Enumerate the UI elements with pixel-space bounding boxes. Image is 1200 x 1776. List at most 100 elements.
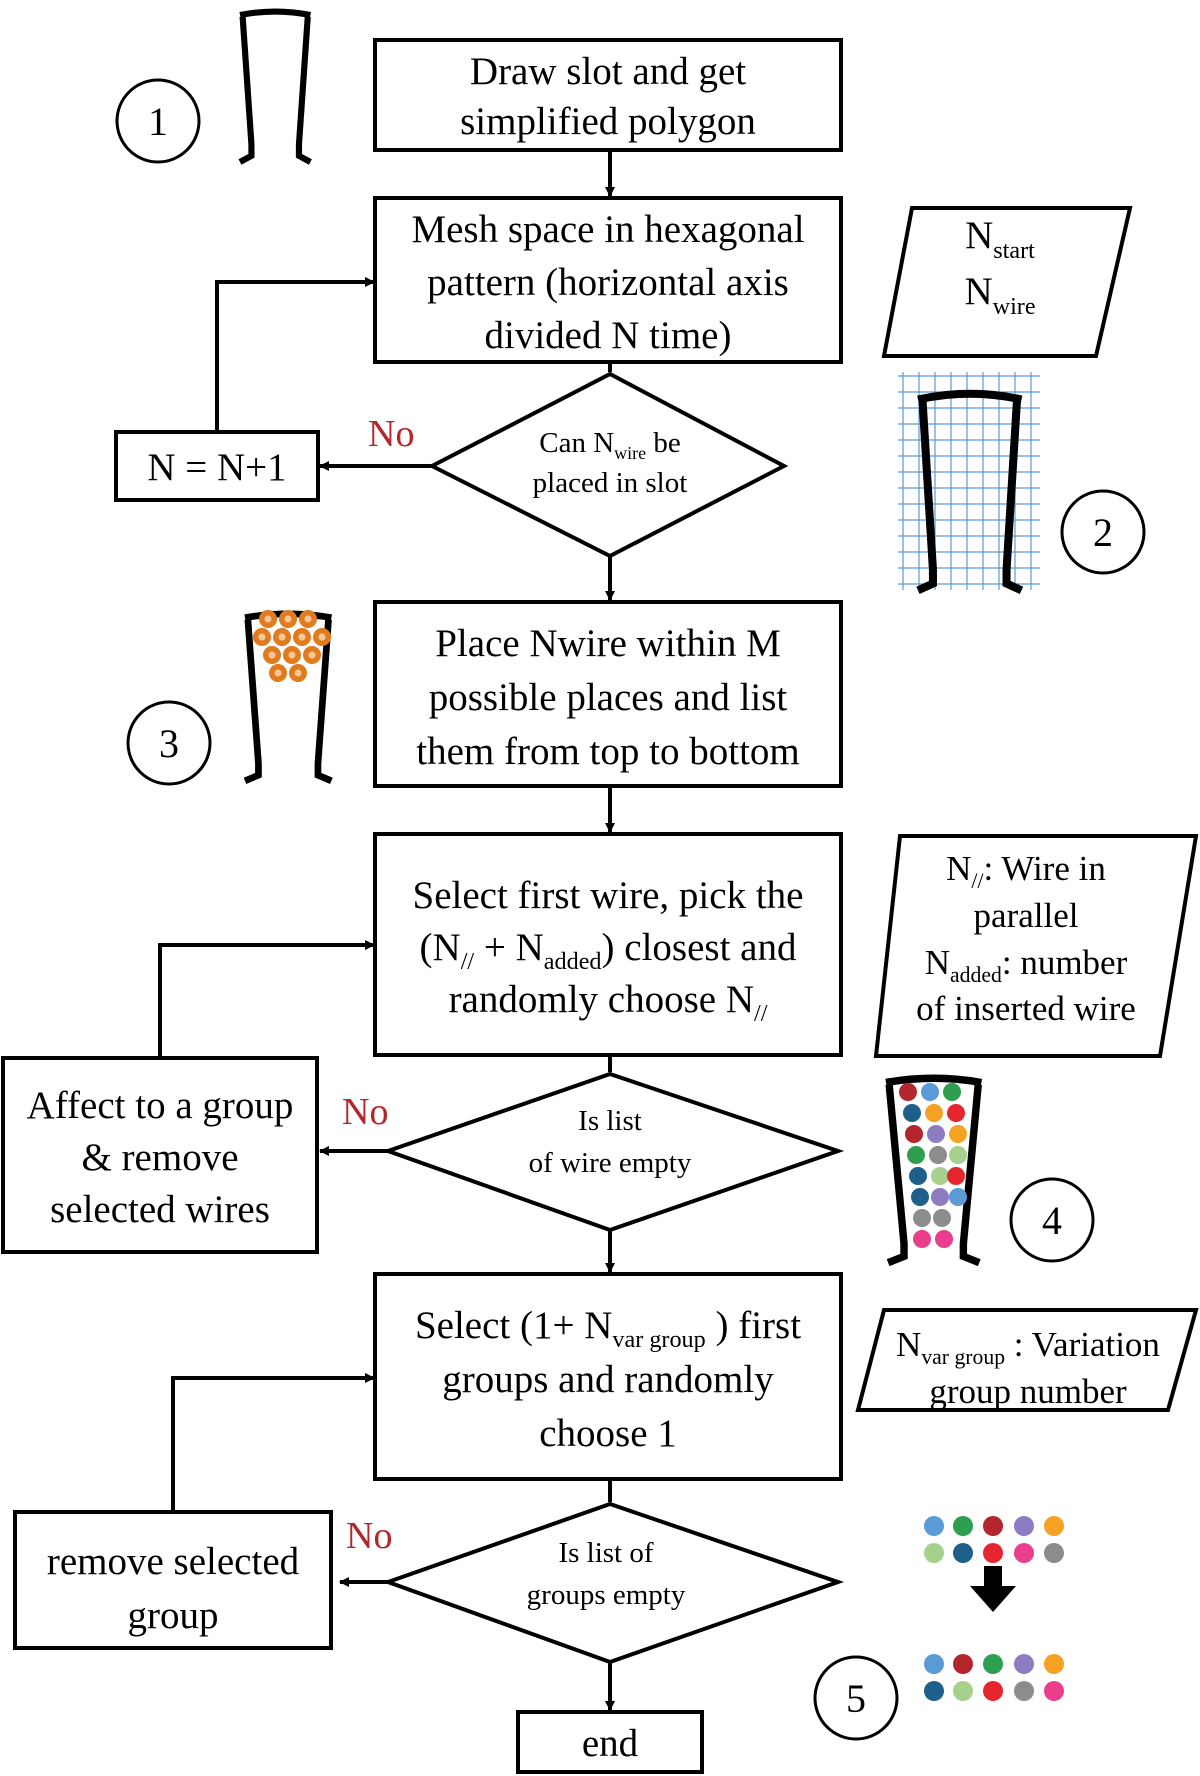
step-1-line-2: simplified polygon	[460, 100, 756, 143]
wire-marker-core	[274, 669, 282, 677]
decision-2-line-1: Is list	[578, 1105, 642, 1137]
decision-2-line-2: of wire empty	[529, 1147, 692, 1179]
group-dot	[983, 1516, 1003, 1536]
connectors	[158, 150, 615, 1711]
step-1-line-1: Draw slot and get	[470, 50, 746, 93]
meshed-slot-icon	[898, 372, 1040, 595]
step-4-line-3: randomly choose N//	[449, 978, 768, 1027]
step-5-line-3: choose 1	[539, 1412, 677, 1455]
group-wire-marker	[909, 1167, 927, 1185]
group-wire-marker	[905, 1125, 923, 1143]
decision-3-line-2: groups empty	[527, 1579, 686, 1611]
no-label-3: No	[346, 1515, 392, 1557]
decision-3: Is list of groups empty	[382, 1501, 845, 1665]
group-dot	[924, 1681, 944, 1701]
arrow-loop1-back	[215, 277, 375, 432]
slot-with-groups-icon	[885, 1074, 983, 1267]
wire-marker-core	[284, 615, 292, 623]
step-3-line-1: Place Nwire within M	[435, 622, 781, 665]
group-dot	[953, 1543, 973, 1563]
group-dot	[924, 1654, 944, 1674]
group-wire-marker	[921, 1083, 939, 1101]
slot-outline-icon	[238, 8, 312, 165]
step-number-4: 4	[1009, 1177, 1095, 1263]
end-box: end	[516, 1710, 704, 1774]
step-5-box: Select (1+ Nvar group ) first groups and…	[373, 1272, 843, 1481]
group-wire-marker	[907, 1146, 925, 1164]
group-dot	[1044, 1654, 1064, 1674]
decision-2: Is list of wire empty	[381, 1071, 845, 1233]
group-wire-marker	[903, 1104, 921, 1122]
decision-1-line-1: Can Nwire be	[539, 427, 680, 463]
input-1-line-1: Nstart	[965, 214, 1035, 264]
wire-marker-core	[308, 651, 316, 659]
group-wire-marker	[935, 1230, 953, 1248]
decision-1-line-2: placed in slot	[533, 467, 688, 499]
group-dot	[1014, 1543, 1034, 1563]
loop-box-1: N = N+1	[114, 430, 320, 502]
input-1-line-2: Nwire	[964, 270, 1035, 320]
wire-marker-core	[318, 633, 326, 641]
group-dot	[1044, 1516, 1064, 1536]
svg-text:2: 2	[1093, 510, 1113, 555]
group-wire-marker	[911, 1188, 929, 1206]
loop-box-3: remove selected group	[13, 1510, 333, 1650]
svg-text:5: 5	[846, 1676, 866, 1721]
input-3-line-1: Nvar group : Variation	[896, 1325, 1160, 1369]
wire-marker-core	[278, 633, 286, 641]
group-dot	[1044, 1543, 1064, 1563]
wire-marker-core	[294, 669, 302, 677]
wire-marker-core	[258, 633, 266, 641]
input-parallelogram-2: N//: Wire in parallel Nadded: number of …	[873, 834, 1199, 1058]
step-number-3: 3	[126, 700, 212, 786]
group-wire-marker	[931, 1188, 949, 1206]
group-dot	[983, 1654, 1003, 1674]
svg-text:1: 1	[148, 99, 168, 144]
group-wire-marker	[947, 1167, 965, 1185]
group-dot	[924, 1516, 944, 1536]
groups-after	[924, 1654, 1064, 1701]
input-2-line-4: of inserted wire	[916, 989, 1136, 1028]
decision-3-line-1: Is list of	[558, 1537, 653, 1569]
group-dot	[1014, 1516, 1034, 1536]
group-dot	[953, 1516, 973, 1536]
arrow-loop3-back	[171, 1373, 375, 1512]
step-number-5: 5	[813, 1655, 899, 1741]
step-3-box: Place Nwire within M possible places and…	[373, 600, 843, 788]
step-2-line-1: Mesh space in hexagonal	[411, 208, 804, 251]
step-number-2: 2	[1060, 489, 1146, 575]
input-3-line-2: group number	[929, 1372, 1127, 1411]
svg-text:4: 4	[1042, 1198, 1062, 1243]
step-4-line-1: Select first wire, pick the	[413, 874, 804, 917]
group-wire-marker	[927, 1125, 945, 1143]
wire-marker-core	[288, 651, 296, 659]
group-dot	[1044, 1681, 1064, 1701]
loop-2-line-1: Affect to a group	[27, 1084, 294, 1127]
group-wire-marker	[933, 1209, 951, 1227]
step-2-box: Mesh space in hexagonal pattern (horizon…	[373, 196, 843, 364]
group-wire-marker	[913, 1230, 931, 1248]
input-2-line-2: parallel	[974, 896, 1079, 935]
group-dot	[1014, 1654, 1034, 1674]
step-2-line-2: pattern (horizontal axis	[427, 261, 789, 304]
group-wire-marker	[943, 1083, 961, 1101]
step-3-line-2: possible places and list	[429, 676, 788, 719]
group-dot	[1014, 1681, 1034, 1701]
group-dot	[924, 1543, 944, 1563]
group-wire-marker	[929, 1146, 947, 1164]
wire-marker-core	[298, 633, 306, 641]
wire-markers	[253, 610, 331, 682]
step-3-line-3: them from top to bottom	[416, 730, 799, 773]
groups-before	[924, 1516, 1064, 1563]
step-1-box: Draw slot and get simplified polygon	[373, 38, 843, 152]
no-label-1: No	[368, 413, 414, 455]
step-5-line-1: Select (1+ Nvar group ) first	[415, 1304, 801, 1353]
input-parallelogram-3: Nvar group : Variation group number	[855, 1308, 1199, 1412]
group-wire-marker	[949, 1125, 967, 1143]
slot-with-wires-icon	[243, 610, 333, 784]
input-parallelogram-1: Nstart Nwire	[881, 206, 1133, 358]
wire-marker-core	[264, 615, 272, 623]
input-2-line-3: Nadded: number	[925, 943, 1128, 987]
